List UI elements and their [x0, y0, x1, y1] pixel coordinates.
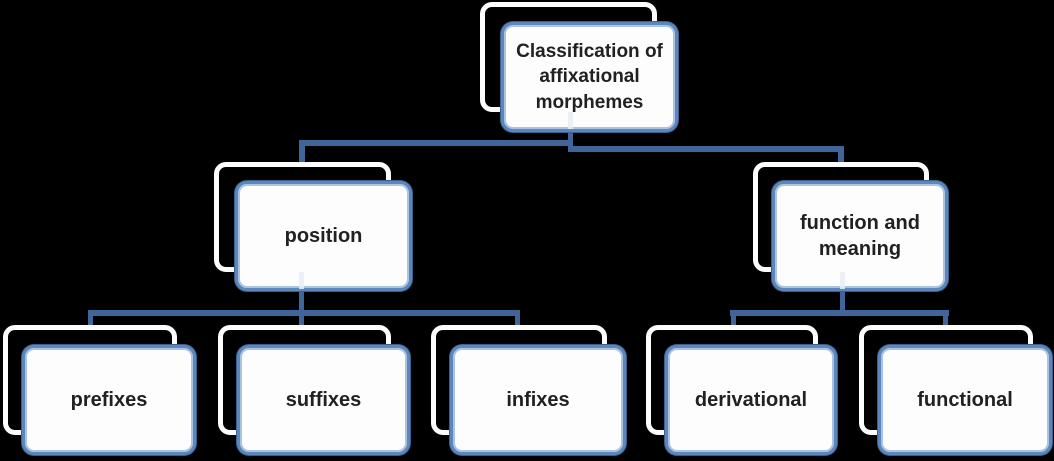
- connector-stub-prefixes: [88, 316, 93, 326]
- node-functional: functional: [878, 345, 1052, 455]
- connector-function-showthrough: [840, 272, 845, 289]
- connector-root-to-function-v: [838, 146, 844, 163]
- node-suffixes-label: suffixes: [285, 388, 362, 411]
- node-derivational-label: derivational: [694, 388, 808, 411]
- connector-position-showthrough: [299, 272, 304, 289]
- node-functional-label: functional: [917, 388, 1013, 411]
- connector-position-children-h: [88, 310, 520, 316]
- connector-function-down: [840, 291, 845, 312]
- node-root: Classification of affixational morphemes: [501, 22, 678, 132]
- connector-stub-suffixes: [299, 316, 304, 326]
- node-root-label: Classification of affixational morphemes: [516, 41, 663, 113]
- connector-stub-derivational: [731, 316, 736, 326]
- node-infixes: infixes: [450, 345, 626, 455]
- connector-stub-infixes: [515, 316, 520, 326]
- connector-root-to-position-h: [299, 140, 573, 146]
- node-prefixes: prefixes: [22, 345, 196, 455]
- node-function-meaning-label: function and meaning: [800, 211, 920, 260]
- node-suffixes: suffixes: [237, 345, 410, 455]
- connector-position-down: [299, 291, 304, 312]
- connector-root-showthrough: [568, 112, 573, 129]
- node-derivational: derivational: [665, 345, 837, 455]
- node-position: position: [235, 181, 412, 291]
- connector-root-to-function-h: [568, 146, 844, 152]
- node-prefixes-label: prefixes: [70, 388, 148, 411]
- connector-function-children-h: [730, 310, 949, 316]
- node-infixes-label: infixes: [506, 388, 570, 411]
- node-position-label: position: [284, 224, 363, 247]
- connector-root-to-position-v: [299, 140, 305, 163]
- connector-stub-functional: [943, 316, 948, 326]
- node-function-meaning: function and meaning: [772, 181, 948, 291]
